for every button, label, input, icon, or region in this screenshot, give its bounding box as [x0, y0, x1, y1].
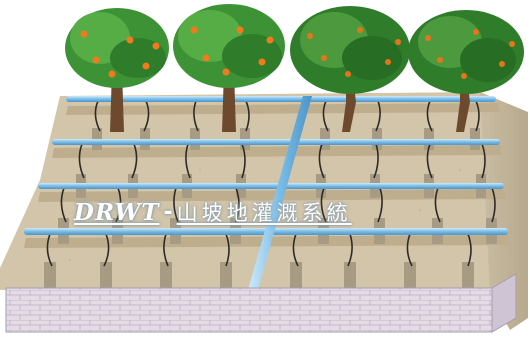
drip-hoses	[46, 100, 496, 267]
illustration-caption: DRWT - 山坡地灌溉系統	[74, 196, 434, 228]
terrace-steps	[24, 103, 510, 248]
caption-title: 山坡地灌溉系統	[176, 201, 352, 225]
brand-label: DRWT	[74, 198, 160, 226]
orange-tree-3	[290, 6, 410, 94]
brick-wall-front	[5, 287, 493, 333]
lateral-pipes	[24, 96, 508, 235]
main-supply-pipe	[248, 96, 312, 290]
orange-tree-4	[408, 10, 524, 94]
orange-tree-2	[173, 4, 285, 88]
orange-tree-1	[65, 8, 169, 88]
brick-wall-side	[491, 273, 517, 333]
caption-separator: -	[163, 199, 173, 225]
